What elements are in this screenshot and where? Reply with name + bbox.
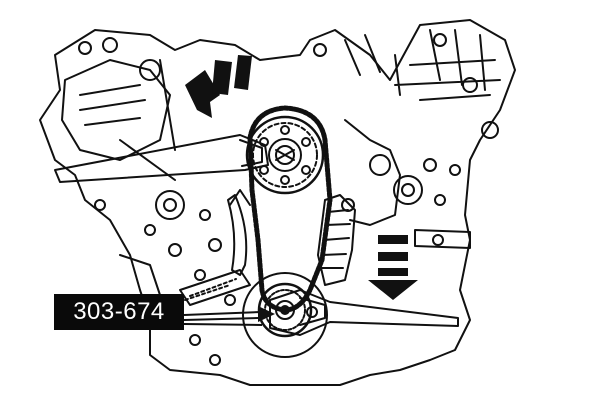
down-arrow-icon [368, 280, 418, 300]
callout-leader [183, 311, 263, 326]
chain-tensioner-arm [317, 194, 356, 286]
crank-damper-outline [242, 272, 328, 358]
camshaft-sprocket [245, 115, 325, 195]
direction-marks-right [368, 235, 418, 300]
camshaft-wrench [54, 134, 269, 183]
cylinder-head-ribs [344, 29, 501, 101]
left-chain-guide [227, 194, 248, 276]
rotation-arrow-icon [185, 70, 220, 118]
special-tool-wrench [269, 289, 459, 336]
tool-callout-label: 303-674 [54, 294, 184, 330]
direction-marks-upper [185, 55, 252, 118]
upper-left-housing [61, 59, 171, 161]
